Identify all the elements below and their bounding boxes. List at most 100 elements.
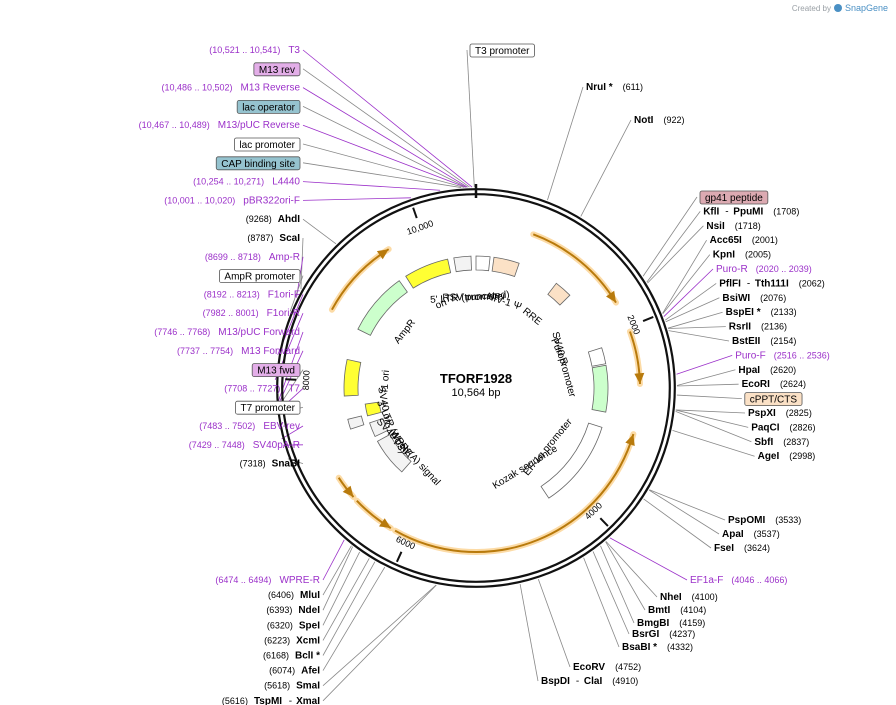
feature-sv40-poly-a-signal[interactable]	[347, 415, 365, 430]
label-kfli[interactable]: KflI-PpuMI(1708)	[703, 206, 799, 217]
label-spei[interactable]: SpeI(6320)	[267, 620, 320, 631]
label-m13-puc-forward[interactable]: M13/pUC Forward(7746 .. 7768)	[154, 327, 300, 338]
leader-line	[322, 551, 360, 626]
label-range: (7483 .. 7502)	[199, 421, 255, 431]
label-mlui[interactable]: MluI(6406)	[268, 590, 320, 601]
label-puro-f[interactable]: Puro-F(2516 .. 2536)	[735, 350, 830, 361]
feature-ori[interactable]	[405, 258, 452, 289]
label-noti[interactable]: NotI(922)	[634, 115, 684, 126]
label-xcmi[interactable]: XcmI(6223)	[264, 635, 320, 646]
label-ecorv[interactable]: EcoRV(4752)	[573, 662, 641, 673]
label-nsii[interactable]: NsiI(1718)	[706, 221, 760, 232]
label-bmti[interactable]: BmtI(4104)	[648, 605, 706, 616]
feature-wpre[interactable]	[376, 434, 412, 473]
label-afei[interactable]: AfeI(6074)	[269, 666, 320, 677]
label-m13-fwd[interactable]: M13 fwd	[251, 363, 301, 378]
leader-line	[322, 584, 437, 702]
label-ecori[interactable]: EcoRI(2624)	[742, 379, 806, 390]
label-acc65i[interactable]: Acc65I(2001)	[710, 235, 778, 246]
label-scai[interactable]: ScaI(8787)	[247, 233, 300, 244]
label-ahdi[interactable]: AhdI(9268)	[246, 214, 300, 225]
feature-f1-ori[interactable]	[343, 358, 362, 397]
brand-text: SnapGene	[844, 3, 888, 13]
label-snabi[interactable]: SnaBI(7318)	[240, 459, 301, 470]
label-sv40pa-r[interactable]: SV40pA-R(7429 .. 7448)	[189, 440, 300, 451]
label-pspxi[interactable]: PspXI(2825)	[748, 408, 812, 419]
feature-sv40-ori[interactable]	[364, 401, 382, 417]
label-ndei[interactable]: NdeI(6393)	[266, 605, 320, 616]
label-bcli[interactable]: BclI *(6168)	[263, 651, 320, 662]
label-t3-promoter[interactable]: T3 promoter	[469, 43, 535, 58]
label-puro-r[interactable]: Puro-R(2020 .. 2039)	[716, 264, 812, 275]
label-bspei[interactable]: BspEI *(2133)	[726, 307, 797, 318]
label-bsabi[interactable]: BsaBI *(4332)	[622, 642, 693, 653]
label-sbfi[interactable]: SbfI(2837)	[754, 437, 809, 448]
label-t7[interactable]: T7(7708 .. 7727)	[224, 383, 300, 394]
label-t3[interactable]: T3(10,521 .. 10,541)	[209, 45, 300, 56]
tick-label: 10,000	[405, 218, 434, 237]
label-f1ori-f[interactable]: F1ori-F(8192 .. 8213)	[204, 289, 300, 300]
label-hpai[interactable]: HpaI(2620)	[738, 365, 796, 376]
label-ampr-promoter[interactable]: AmpR promoter	[219, 269, 301, 284]
feature-ampr[interactable]	[357, 280, 408, 336]
label-l4440[interactable]: L4440(10,254 .. 10,271)	[193, 177, 300, 188]
snapgene-logo-icon	[833, 4, 842, 12]
label-amp-r[interactable]: Amp-R(8699 .. 8718)	[205, 252, 300, 263]
feature-rre[interactable]	[547, 282, 571, 306]
feature-3-ltr-u3[interactable]	[369, 418, 389, 438]
label-lac-promoter[interactable]: lac promoter	[234, 137, 301, 152]
label-bspdi[interactable]: BspDI-ClaI(4910)	[541, 676, 638, 687]
label-agei[interactable]: AgeI(2998)	[758, 451, 816, 462]
label-rsrii[interactable]: RsrII(2136)	[729, 322, 787, 333]
leader-line	[642, 196, 698, 277]
label-name: KflI	[703, 206, 719, 217]
label-smai[interactable]: SmaI(5618)	[264, 681, 320, 692]
feature-rsv-promoter[interactable]	[453, 255, 472, 273]
label-tspmi[interactable]: XmaI-TspMI(5616)	[222, 696, 320, 705]
feature-puror[interactable]	[591, 364, 609, 413]
label-name: BstEII	[732, 336, 761, 347]
label-bsiwi[interactable]: BsiWI(2076)	[722, 293, 786, 304]
label-nrui[interactable]: NruI *(611)	[586, 82, 643, 93]
label-t7-promoter[interactable]: T7 promoter	[235, 400, 301, 415]
feature-ef-1-promoter[interactable]	[540, 422, 603, 499]
label-range: (6320)	[267, 620, 293, 630]
label-name: AmpR promoter	[224, 272, 295, 283]
label-cppt-cts[interactable]: cPPT/CTS	[744, 392, 803, 407]
label-apai[interactable]: ApaI(3537)	[722, 529, 780, 540]
label-pflfi[interactable]: PflFI-Tth111I(2062)	[719, 278, 825, 289]
label-range: (2620)	[770, 365, 796, 375]
label-name: NotI	[634, 115, 654, 126]
label-bsteii[interactable]: BstEII (2154)	[732, 336, 796, 347]
label-m13-reverse[interactable]: M13 Reverse(10,486 .. 10,502)	[161, 83, 300, 94]
label-name: SnaBI	[272, 459, 301, 470]
label-wpre-r[interactable]: WPRE-R(6474 .. 6494)	[215, 575, 320, 586]
label-pbr322ori-f[interactable]: pBR322ori-F(10,001 .. 10,020)	[164, 195, 300, 206]
leader-line	[676, 355, 733, 375]
label-gp41-peptide[interactable]: gp41 peptide	[699, 190, 769, 205]
label-m13-rev[interactable]: M13 rev	[253, 62, 301, 77]
label-range: (2154)	[770, 336, 796, 346]
label-cap-binding-site[interactable]: CAP binding site	[215, 156, 301, 171]
label-lac-operator[interactable]: lac operator	[236, 100, 301, 114]
label-m13-forward[interactable]: M13 Forward(7737 .. 7754)	[177, 346, 300, 357]
label-ebv-rev[interactable]: EBV-rev(7483 .. 7502)	[199, 421, 300, 432]
label-paqci[interactable]: PaqCI(2826)	[751, 422, 815, 433]
label-bmgbi[interactable]: BmgBI(4159)	[637, 618, 705, 629]
label-bsrgi[interactable]: BsrGI(4237)	[632, 629, 695, 640]
leader-line	[302, 87, 468, 188]
label-m13-puc-reverse[interactable]: M13/pUC Reverse(10,467 .. 10,489)	[139, 120, 301, 131]
label-kpni[interactable]: KpnI(2005)	[713, 250, 771, 261]
label-pspomi[interactable]: PspOMI(3533)	[728, 515, 801, 526]
label-nhei[interactable]: NheI(4100)	[660, 592, 718, 603]
label-box	[253, 62, 301, 77]
leader-line	[547, 86, 584, 201]
label-fsei[interactable]: FseI(3624)	[714, 543, 770, 554]
leader-line	[649, 489, 726, 521]
feature-hiv-1[interactable]	[491, 256, 520, 277]
label-ef1a-f[interactable]: EF1a-F(4046 .. 4066)	[690, 575, 787, 586]
label-f1ori-r[interactable]: F1ori-R(7982 .. 8001)	[203, 308, 300, 319]
label-range: (10,486 .. 10,502)	[161, 83, 232, 93]
feature-sv40-promoter[interactable]	[587, 347, 607, 367]
feature-5-ltr-truncated[interactable]	[475, 255, 491, 272]
